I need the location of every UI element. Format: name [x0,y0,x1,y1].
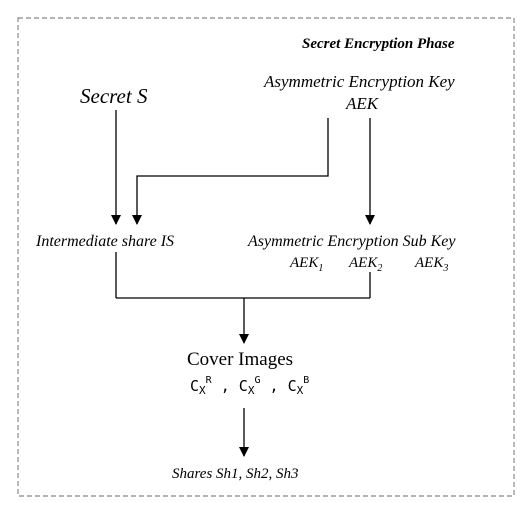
formula-separator-1: , [211,377,239,395]
cover-red-base: C [190,377,200,395]
cover-red-sup: R [205,375,212,386]
cover-green-sup: G [254,375,261,386]
cover-green-sub: X [247,384,255,397]
subkey-3-index: 3 [443,263,449,274]
subkey-1-index: 1 [318,263,324,274]
cover-green-base: C [238,377,248,395]
phase-border [17,17,515,497]
aek-short-label: AEK [346,94,379,113]
intermediate-share-label: Intermediate share IS [36,233,175,250]
subkey-2: AEK2 [349,256,382,274]
subkey-title: Asymmetric Encryption Sub Key [248,233,456,250]
aek-title: Asymmetric Encryption Key [264,72,455,91]
secret-label: Secret S [80,84,148,108]
subkey-1: AEK1 [290,256,323,274]
cover-blue-sup: B [303,375,310,386]
formula-separator-2: , [260,377,288,395]
arrow-aek-to-intermediate [132,118,329,225]
subkey-2-index: 2 [377,263,383,274]
subkey-3: AEK3 [415,256,448,274]
cover-images-title: Cover Images [187,349,294,370]
subkey-2-base: AEK [349,255,378,271]
subkey-1-base: AEK [290,255,319,271]
shares-label: Shares Sh1, Sh2, Sh3 [172,466,299,482]
phase-title: Secret Encryption Phase [302,36,455,52]
cover-red-sub: X [199,384,206,397]
cover-blue-base: C [287,377,297,395]
subkey-3-base: AEK [415,255,444,271]
cover-blue-sub: X [296,384,304,397]
cover-images-formula: CXR , CXG , CXB [190,375,310,397]
